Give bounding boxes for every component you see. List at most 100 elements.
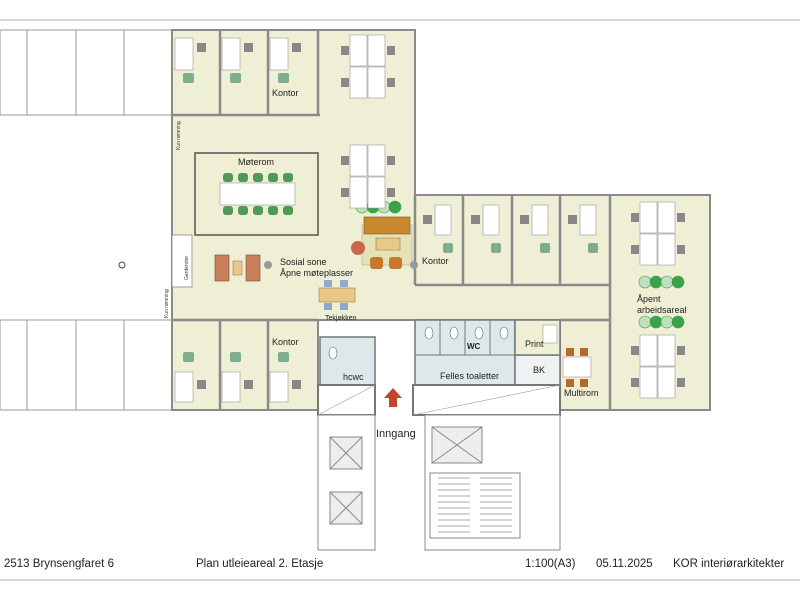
plant-icon [638,315,652,329]
desk [349,176,368,209]
meeting-chair [268,173,278,182]
plant-icon [649,315,663,329]
desk [174,37,194,71]
visitor-chair [183,73,194,83]
label-tekjokken: Tekjøkken [325,315,357,322]
lounge-furniture [214,216,418,310]
footer-firm: KOR interiørarkitekter [673,558,785,570]
visitor-chair [278,352,289,362]
plant-icon [671,275,685,289]
desk [367,144,386,177]
desk [367,176,386,209]
meeting-chair [223,173,233,182]
column-marker [118,261,126,269]
desk [269,37,289,71]
plant-icon [660,275,674,289]
toilets [328,326,509,360]
left-office-partitions [26,30,125,410]
desk [221,371,241,403]
meeting-chair [223,206,233,215]
left-offices [0,29,173,411]
label-kontor-3: Kontor [272,337,299,347]
label-wc: WC [467,342,481,351]
label-sosial-1: Sosial sone [280,257,327,267]
chair [341,46,349,55]
office-chair [197,43,206,52]
chair [341,78,349,87]
desk [639,366,658,399]
label-bk: BK [533,365,545,375]
meeting-table [219,182,296,206]
visitor-chair [491,243,501,253]
chair [566,348,574,356]
label-felles: Felles toaletter [440,371,499,381]
chair [677,245,685,254]
meeting-chair [253,173,263,182]
office-chair [197,380,206,389]
label-hcwc: hcwc [343,372,364,382]
visitor-chair [588,243,598,253]
meeting-chair [283,206,293,215]
meeting-chairs [223,173,293,215]
office-chair [520,215,529,224]
meeting-chair [283,173,293,182]
meeting-chair [253,206,263,215]
office-chair [292,43,301,52]
label-apent-2: arbeidsareal [637,305,687,315]
office-walls [172,30,612,410]
label-kun-romning-2: Kun rømning [164,289,170,318]
office-chair [244,43,253,52]
footer-project: 2513 Brynsengfaret 6 [4,558,114,570]
toilet-icon [474,326,484,340]
desk [639,233,658,266]
desk [639,201,658,234]
meeting-chair [238,173,248,182]
plant-icon [638,275,652,289]
chair [631,245,639,254]
chair [631,213,639,222]
desks [174,34,685,403]
stairs-elevators [317,414,561,551]
desk [639,334,658,367]
chair [677,346,685,355]
chair [580,348,588,356]
desk [531,204,549,236]
visitor-chair [278,73,289,83]
desk [657,233,676,266]
visitor-chair [540,243,550,253]
label-inngang: Inngang [376,428,416,440]
meeting-chair [268,206,278,215]
plant-icon [671,315,685,329]
desk [367,66,386,99]
visitor-chair [230,352,241,362]
footer-title: Plan utleieareal 2. Etasje [196,558,324,570]
toilet-icon [424,326,434,340]
desk [657,366,676,399]
plant-icon [388,200,402,214]
desk [174,371,194,403]
office-chair [568,215,577,224]
garderobe [171,234,193,288]
chair [387,46,395,55]
desk [482,204,500,236]
chair [341,156,349,165]
toilet-icon [449,326,459,340]
label-kun-romning-1: Kun rømning [176,121,182,150]
chair [387,156,395,165]
footer-scale: 1:100(A3) [525,558,576,570]
plant-icon [660,315,674,329]
label-garderobe: Garderobe [184,256,190,280]
stair-treads [438,477,512,533]
wet-core [317,319,561,416]
label-apent-1: Åpent [637,294,661,304]
label-kontor-1: Kontor [272,88,299,98]
chair [341,188,349,197]
visitor-chair [443,243,453,253]
plant-icon [649,275,663,289]
desk [434,204,452,236]
desk [221,37,241,71]
office-chair [244,380,253,389]
desk [349,66,368,99]
office-chair [471,215,480,224]
